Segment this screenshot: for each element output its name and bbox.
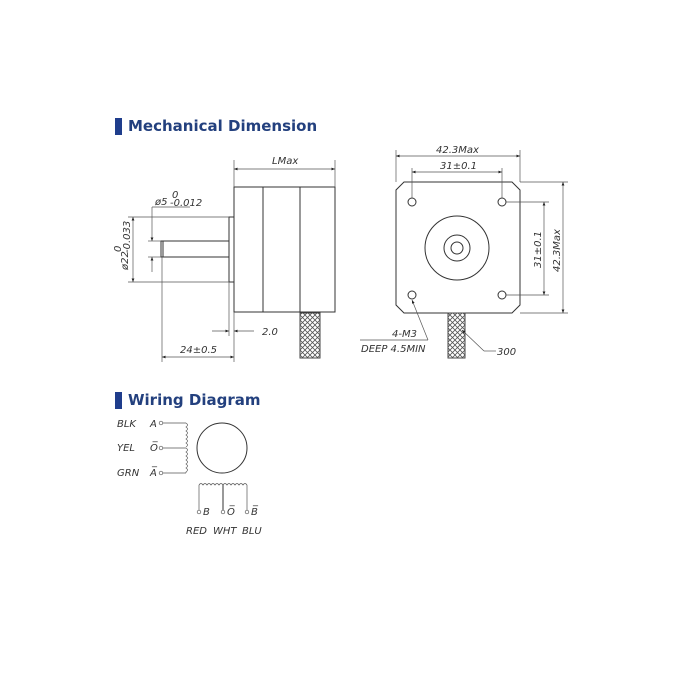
length-dimension: LMax bbox=[272, 156, 298, 167]
heading-marker bbox=[115, 117, 122, 135]
mount-hole bbox=[497, 290, 507, 300]
shaft-circle bbox=[450, 241, 464, 255]
boss-tol-upper: 0 bbox=[113, 246, 124, 252]
wire-color-yel: YEL bbox=[117, 443, 135, 454]
mechanical-dimension-title: Mechanical Dimension bbox=[128, 117, 318, 135]
boss-tol-lower: -0.033 bbox=[122, 221, 133, 253]
phase-a-bar: A̅ bbox=[149, 466, 158, 479]
shaft bbox=[160, 240, 230, 258]
hole-spacing-horizontal: 31±0.1 bbox=[440, 161, 477, 172]
wire-color-red: RED bbox=[186, 526, 207, 537]
mount-hole bbox=[497, 197, 507, 207]
side-view: LMax ø22 0 -0.033 ø5 0 -0.012 2.0 bbox=[113, 156, 336, 362]
phase-a: A bbox=[149, 419, 157, 430]
hole-spec: 4-M3 bbox=[392, 329, 417, 340]
rotor-circle bbox=[196, 422, 248, 474]
heading-marker bbox=[115, 391, 122, 409]
mechanical-dimension-heading: Mechanical Dimension bbox=[115, 117, 317, 135]
mount-hole bbox=[407, 197, 417, 207]
shaft-tol-upper: 0 bbox=[172, 190, 178, 201]
wire-color-grn: GRN bbox=[117, 468, 140, 479]
hole-spacing-vertical: 31±0.1 bbox=[533, 231, 544, 268]
wiring-diagram-heading: Wiring Diagram bbox=[115, 391, 260, 409]
cable-length: 300 bbox=[497, 347, 516, 358]
flange bbox=[395, 181, 521, 314]
front-view: 42.3Max 31±0.1 31±0.1 42.3Max 4-M3 DEEP … bbox=[360, 145, 568, 359]
wire-color-blu: BLU bbox=[242, 526, 262, 537]
wire-color-wht: WHT bbox=[213, 526, 237, 537]
boss bbox=[228, 216, 235, 283]
coil-b bbox=[198, 483, 248, 486]
wiring-diagram-title: Wiring Diagram bbox=[128, 391, 261, 409]
coil-a bbox=[185, 422, 188, 473]
cable bbox=[447, 312, 466, 359]
boss-height: 2.0 bbox=[262, 327, 278, 338]
width-dimension: 42.3Max bbox=[436, 145, 479, 156]
phase-b-bar: B̅ bbox=[251, 505, 259, 518]
shaft-tol-lower: -0.012 bbox=[170, 198, 202, 209]
height-dimension: 42.3Max bbox=[552, 229, 563, 272]
shaft-length: 24±0.5 bbox=[180, 345, 217, 356]
phase-b: B bbox=[203, 507, 210, 518]
wire-color-blk: BLK bbox=[117, 419, 137, 430]
phase-o-bar-bottom: O̅ bbox=[227, 505, 236, 518]
boss-diameter: ø22 bbox=[120, 251, 131, 271]
boss-circle bbox=[424, 215, 490, 281]
cable bbox=[299, 312, 321, 359]
phase-o-bar-left: O̅ bbox=[150, 441, 159, 454]
mount-hole bbox=[407, 290, 417, 300]
wiring-diagram: BLK A YEL O̅ GRN A̅ B O̅ B̅ RED WHT BLU bbox=[117, 419, 262, 537]
shaft-diameter: ø5 bbox=[154, 197, 167, 208]
motor-body bbox=[233, 186, 336, 313]
hole-depth: DEEP 4.5MIN bbox=[361, 344, 426, 355]
